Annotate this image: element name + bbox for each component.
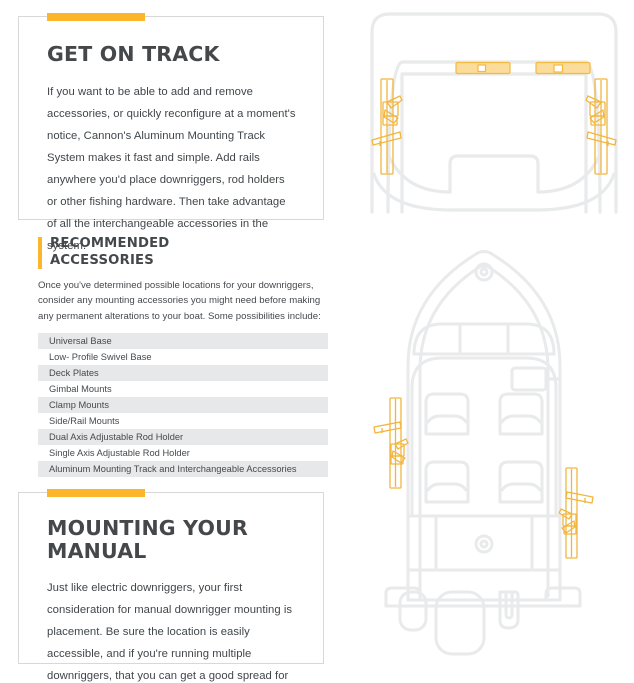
- panel-inner-mounting: MOUNTING YOUR MANUAL Just like electric …: [19, 493, 323, 683]
- list-item: Single Axis Adjustable Rod Holder: [38, 445, 328, 462]
- accessories-title-line2: ACCESSORIES: [50, 252, 154, 268]
- seat-front-starboard: [498, 392, 544, 436]
- panel-body-mounting-your-manual: Just like electric downriggers, your fir…: [47, 582, 293, 683]
- downrigger-right: [585, 78, 617, 175]
- panel-accent-bar-get-on-track: [47, 13, 145, 21]
- page-title-get-on-track: GET ON TRACK: [47, 42, 220, 66]
- accessories-intro-text: Once you've determined possible location…: [38, 279, 321, 322]
- boat-stern-view-diagram: [358, 4, 630, 226]
- panel-accent-bar-mounting: [47, 489, 145, 497]
- list-item: Universal Base: [38, 333, 328, 350]
- page-title-mounting-your-manual: MOUNTING YOUR MANUAL: [47, 516, 248, 563]
- list-item: Deck Plates: [38, 365, 328, 382]
- downrigger-left: [371, 78, 403, 175]
- list-item: Dual Axis Adjustable Rod Holder: [38, 429, 328, 446]
- boat-top-down-view-diagram: [372, 248, 630, 680]
- downrigger-port: [373, 397, 409, 489]
- list-item: Gimbal Mounts: [38, 381, 328, 398]
- transom-track-rail-left: [455, 61, 511, 75]
- section-recommended-accessories: RECOMMENDED ACCESSORIES Once you've dete…: [38, 236, 328, 478]
- boat-stern-view-icon: [370, 12, 618, 214]
- accessories-accent-bar: [38, 237, 42, 269]
- list-item: Low- Profile Swivel Base: [38, 349, 328, 366]
- panel-body-get-on-track: If you want to be able to add and remove…: [47, 85, 296, 252]
- transom-track-rail-right: [535, 61, 591, 75]
- left-content-column: GET ON TRACK If you want to be able to a…: [18, 0, 348, 683]
- boat-top-down-view-icon: [373, 250, 594, 656]
- accessories-list: Universal Base Low- Profile Swivel Base …: [38, 333, 328, 478]
- accessories-heading: RECOMMENDED ACCESSORIES: [38, 236, 328, 270]
- list-item: Side/Rail Mounts: [38, 413, 328, 430]
- list-item: Aluminum Mounting Track and Interchangea…: [38, 461, 328, 478]
- panel-mounting-your-manual: MOUNTING YOUR MANUAL Just like electric …: [18, 489, 324, 682]
- panel-get-on-track: GET ON TRACK If you want to be able to a…: [18, 13, 324, 252]
- accessories-title-line1: RECOMMENDED: [50, 236, 170, 251]
- seat-front-port: [424, 392, 470, 436]
- seat-rear-starboard: [498, 460, 544, 504]
- list-item: Clamp Mounts: [38, 397, 328, 414]
- downrigger-starboard: [558, 467, 594, 559]
- panel-inner-get-on-track: GET ON TRACK If you want to be able to a…: [19, 17, 323, 279]
- seat-rear-port: [424, 460, 470, 504]
